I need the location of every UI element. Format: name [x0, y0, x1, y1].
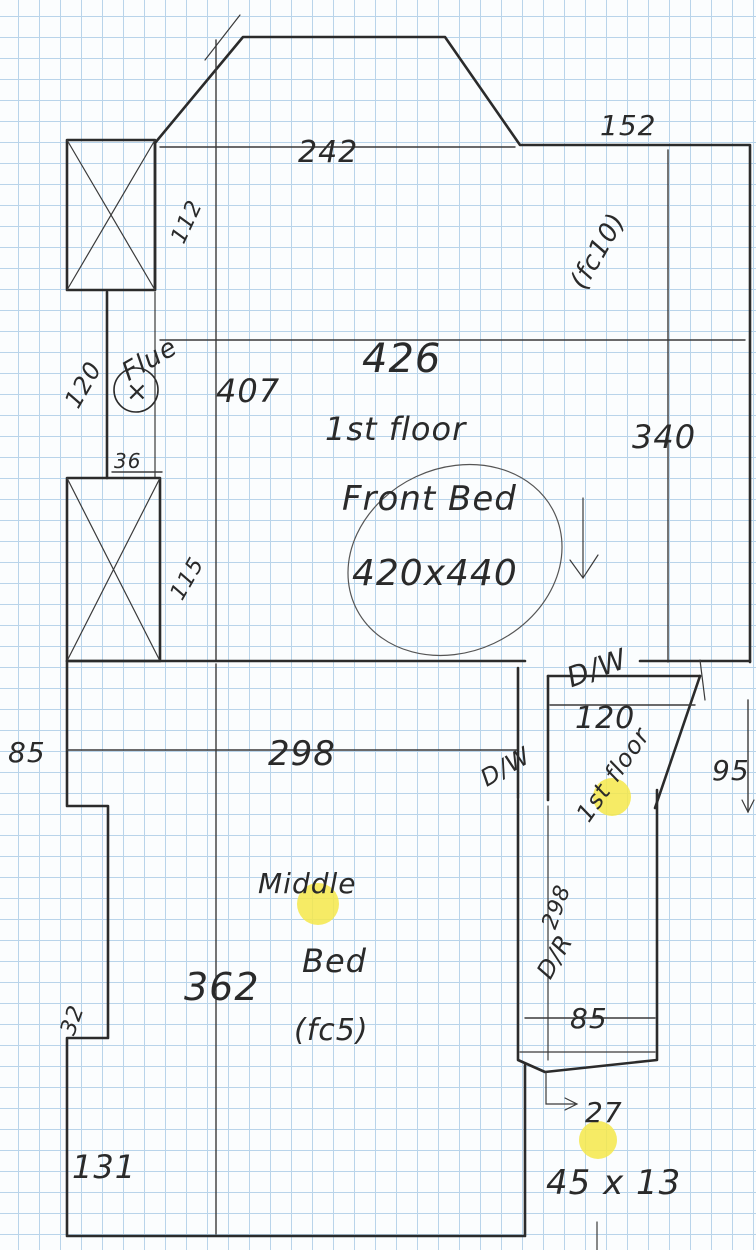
label-407: 407: [216, 372, 280, 410]
label-middle-298: 298: [268, 734, 336, 774]
label-landing-120: 120: [575, 701, 635, 736]
bay-diagonal-top: [204, 14, 241, 61]
stair-outline: [516, 788, 659, 1074]
chimney-upper-cross-b: [66, 139, 156, 291]
label-bed: Bed: [302, 942, 367, 980]
label-dr: D/R: [531, 929, 578, 983]
label-115: 115: [166, 553, 210, 604]
landing-door-swing-upper: [699, 659, 706, 701]
label-36: 36: [114, 449, 141, 473]
label-fc10: (fc10): [564, 208, 631, 295]
label-dw-1: D/W: [562, 642, 632, 694]
label-area: 420x440: [352, 553, 518, 594]
middle-bed-outline: [65, 659, 527, 1238]
label-340: 340: [632, 418, 696, 456]
highlight-mark-middle-bed: [297, 883, 339, 925]
area-circle: [347, 463, 563, 657]
label-298-landing: 298: [537, 882, 576, 933]
label-27: 27: [585, 1096, 623, 1129]
label-120: 120: [59, 357, 108, 413]
flue-x-icon: ×: [126, 377, 149, 407]
front-bed-bay-wall: [153, 35, 752, 664]
label-32: 32: [56, 1002, 90, 1039]
highlight-mark-landing: [593, 778, 631, 816]
label-note-size: 45 x 13: [546, 1163, 681, 1203]
label-362: 362: [184, 965, 260, 1009]
label-242: 242: [298, 135, 358, 170]
label-152: 152: [600, 109, 656, 142]
label-fc5: (fc5): [294, 1013, 369, 1048]
note-arrow: [545, 1071, 579, 1111]
label-95: 95: [712, 754, 750, 787]
label-front-bed: Front Bed: [342, 479, 517, 519]
flue-circle: [113, 367, 159, 413]
label-131: 131: [72, 1148, 136, 1186]
label-dw-2: D/W: [476, 741, 536, 792]
label-middle-85: 85: [8, 736, 46, 769]
landing-door-swing: [653, 674, 702, 810]
label-426: 426: [362, 336, 441, 382]
chimney-lower-cross-b: [66, 477, 161, 662]
highlight-mark-note: [579, 1121, 617, 1159]
label-middle: Middle: [258, 867, 357, 900]
label-112: 112: [166, 196, 208, 247]
chimney-breast-upper: [65, 138, 157, 292]
right-dim-95-arrow: [741, 799, 755, 814]
down-arrow-head: [569, 554, 599, 580]
label-landing-85: 85: [570, 1002, 608, 1035]
label-1st-floor-top: 1st floor: [325, 410, 467, 448]
